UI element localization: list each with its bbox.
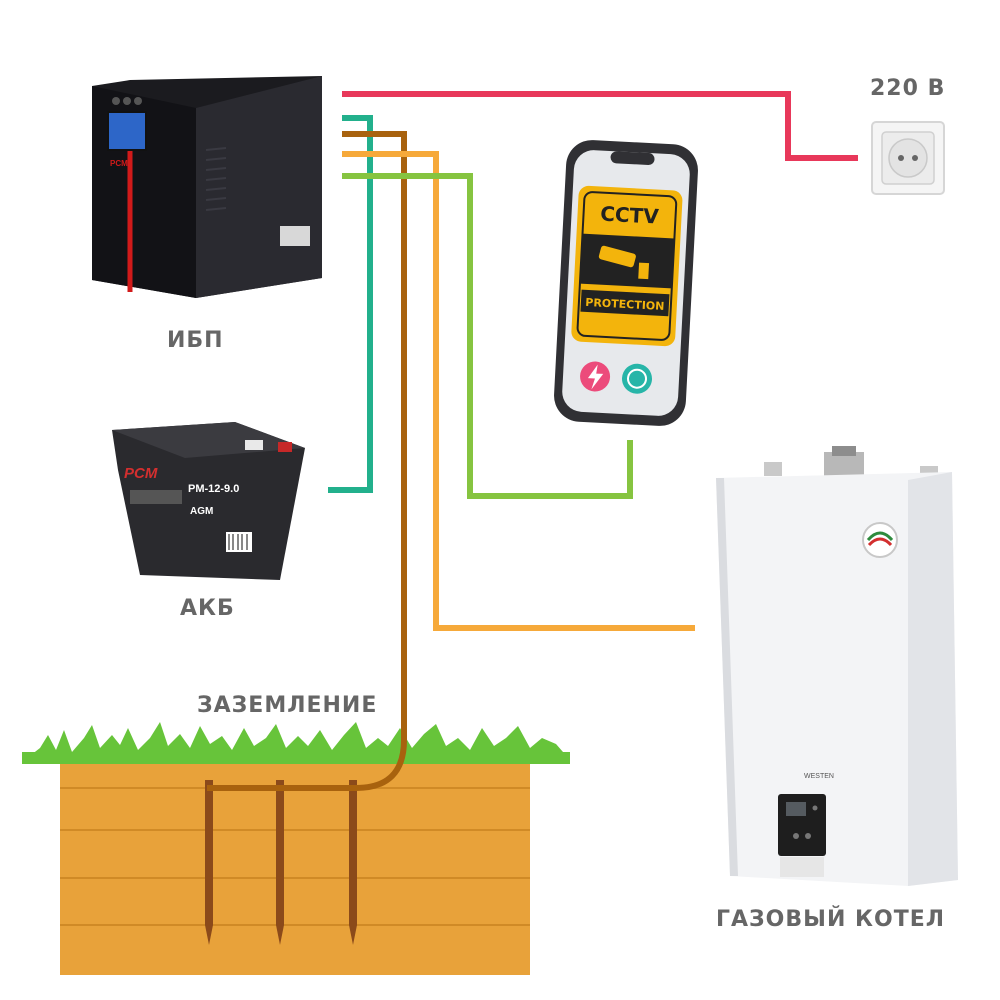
grass bbox=[22, 722, 570, 764]
grounding-label: ЗАЗЕМЛЕНИЕ bbox=[197, 693, 378, 718]
wire-ground bbox=[207, 131, 407, 791]
boiler-label: ГАЗОВЫЙ КОТЕЛ bbox=[716, 907, 946, 932]
wire-phone bbox=[342, 173, 633, 499]
shield-badge-icon bbox=[622, 363, 653, 394]
cctv-title: CCTV bbox=[600, 202, 660, 229]
ups-screen bbox=[107, 111, 147, 151]
mains-label: 220 В bbox=[870, 76, 946, 101]
battery-brand: PCM bbox=[124, 465, 158, 482]
wire-mains bbox=[342, 91, 858, 161]
boiler-brand: WESTEN bbox=[804, 773, 834, 780]
gas-boiler: WESTEN bbox=[716, 446, 958, 886]
battery-tech: AGM bbox=[190, 506, 213, 517]
security-camera-icon bbox=[598, 245, 650, 280]
wall-socket bbox=[871, 121, 945, 195]
ground-soil bbox=[60, 760, 530, 975]
battery-label: АКБ bbox=[180, 596, 235, 621]
wire-boiler bbox=[342, 151, 695, 631]
battery-model: PM-12-9.0 bbox=[188, 483, 239, 495]
ups-brand: PCM bbox=[110, 159, 128, 168]
wire-battery bbox=[328, 115, 373, 493]
ups-label: ИБП bbox=[167, 328, 224, 353]
battery-device: PCM PM-12-9.0 AGM bbox=[112, 422, 305, 580]
ground-rods bbox=[205, 780, 357, 945]
smartphone: CCTV PROTECTION bbox=[554, 140, 698, 426]
ups-device: PCM bbox=[92, 76, 322, 298]
cctv-subtitle: PROTECTION bbox=[585, 296, 665, 313]
